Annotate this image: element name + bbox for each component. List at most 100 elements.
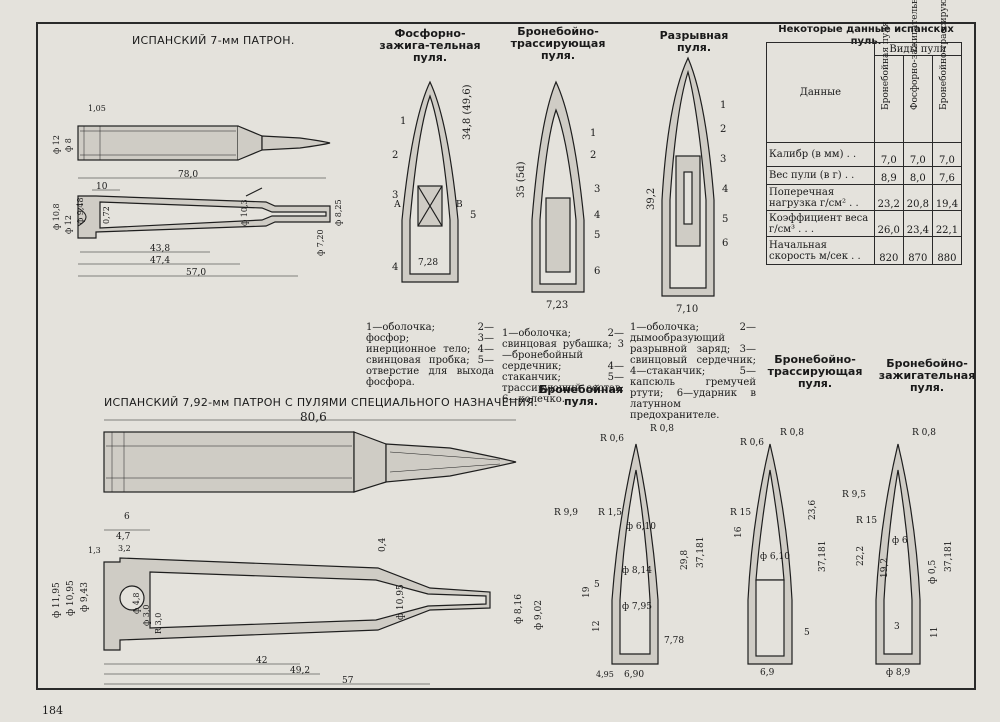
dim-api-11: 11: [930, 626, 940, 638]
dim-792-32: 3,2: [118, 544, 131, 553]
dim-apt-69: 6,9: [760, 668, 775, 678]
label-explosive-5: 5: [722, 214, 729, 225]
title-incendiary-bullet: Фосфорно-зажига-тельная пуля.: [379, 27, 481, 64]
table-row: Коэффициент веса г/см³ . . . 26,0 23,4 2…: [766, 210, 963, 237]
dim-explosive-diameter: 7,10: [676, 304, 699, 315]
label-incendiary-A: А: [394, 200, 401, 210]
dim-api-37181: 37,181: [944, 540, 954, 573]
bullet-data-table: Данные Виды пули Бронебойная пуля Фосфор…: [766, 0, 963, 265]
dim-api-d6: ф 6: [892, 536, 908, 546]
dim-incendiary-diameter: 7,28: [418, 258, 439, 268]
dim-792-42: 42: [256, 656, 268, 666]
table-title: Некоторые данные испанских пуль.: [778, 24, 954, 47]
row-label-load: Поперечная нагрузка г/см² . .: [766, 184, 875, 211]
table-row: Начальная скорость м/сек . . 820 870 880: [766, 236, 963, 265]
label-explosive-2: 2: [720, 124, 727, 135]
page-number: 184: [42, 704, 63, 717]
dim-api-192: 19,2: [880, 557, 890, 578]
dim-ap-r06: R 0,6: [600, 434, 624, 444]
dim-7mm-d12b: ф 12: [64, 215, 73, 234]
dim-api-222: 22,2: [856, 545, 866, 566]
cartridge-7mm-exterior: [77, 125, 331, 161]
title-ap-tracer-bullet: Бронебойно-трассирующая пуля.: [510, 25, 606, 62]
dim-792-492: 49,2: [290, 666, 311, 676]
cell-value: 8,9: [873, 166, 904, 185]
dim-7mm-d103: ф 10,3: [240, 199, 249, 226]
dim-ap-12: 12: [592, 620, 602, 632]
dim-792-d902: ф 9,02: [534, 600, 544, 630]
cell-value: 23,2: [873, 184, 904, 211]
dim-792-13: 1,3: [88, 546, 101, 555]
dim-792-d1095b: ф 10,95: [396, 584, 406, 620]
dim-7mm-d948: ф 9,48: [76, 197, 85, 224]
label-ap-tracer-4: 4: [594, 210, 601, 221]
dim-7mm-438: 43,8: [150, 244, 171, 254]
dim-ap-r99: R 9,9: [554, 508, 578, 518]
cell-value: 880: [931, 236, 963, 265]
dim-ap-r15: R 1,5: [598, 508, 622, 518]
page-frame: [36, 22, 976, 690]
cell-value: 23,4: [902, 210, 933, 237]
dim-apt-16: 16: [734, 526, 744, 538]
title-ap-tracer-bullet-2: Бронебойно-трассирующая пуля.: [767, 353, 863, 390]
dim-792-6: 6: [124, 512, 130, 522]
table-col-incendiary: Фосфорно-зажигательная пуля: [902, 0, 933, 143]
label-incendiary-4: 4: [392, 262, 399, 273]
dim-7mm-105: 1,05: [88, 104, 106, 113]
label-explosive-4: 4: [722, 184, 729, 195]
dim-apt-d610: ф 6,10: [760, 552, 790, 562]
label-incendiary-1: 1: [400, 116, 407, 127]
label-explosive-1: 1: [720, 100, 727, 111]
table-col-ap: Бронебойная пуля: [873, 21, 904, 143]
dim-incendiary-length: 34,8 (49,6): [462, 84, 473, 140]
cartridge-792-exterior: [103, 419, 517, 493]
title-ap-bullet: Бронебойная пуля.: [539, 383, 623, 408]
cell-value: 19,4: [931, 184, 963, 211]
dim-apt-r08: R 0,8: [780, 428, 804, 438]
cell-value: 8,0: [902, 166, 933, 185]
row-label-weight: Вес пули (в г) . .: [766, 166, 875, 185]
dim-api-d05: ф 0,5: [928, 559, 938, 584]
dim-792-d1195: ф 11,95: [52, 582, 62, 618]
dim-ap-37181: 37,181: [696, 536, 706, 569]
dim-792-d816: ф 8,16: [514, 594, 524, 624]
dim-7mm-10: 10: [96, 182, 108, 192]
row-label-velocity: Начальная скорость м/сек . .: [766, 236, 875, 265]
table-row: Поперечная нагрузка г/см² . . 23,2 20,8 …: [766, 184, 963, 211]
dim-ap-5: 5: [594, 580, 600, 590]
cell-value: 7,0: [931, 142, 963, 167]
label-explosive-6: 6: [722, 238, 729, 249]
dim-api-r15: R 15: [856, 516, 878, 526]
bullet-ap-tracer-2-section: [747, 443, 793, 665]
label-incendiary-5: 5: [470, 210, 477, 221]
title-ap-incendiary-bullet: Бронебойно-зажигательная пуля.: [878, 357, 976, 394]
dim-792-d943: ф 9,43: [80, 582, 90, 612]
table-row: Вес пули (в г) . . 8,9 8,0 7,6: [766, 166, 963, 185]
title-explosive-bullet: Разрывная пуля.: [659, 29, 729, 54]
cell-value: 26,0: [873, 210, 904, 237]
dim-api-d89: ф 8,9: [886, 668, 911, 678]
dim-7mm-474: 47,4: [150, 256, 171, 266]
cartridge-7mm-section: [77, 177, 331, 277]
cell-value: 7,6: [931, 166, 963, 185]
bullet-incendiary-section: [401, 80, 459, 283]
dim-792-47: 4,7: [116, 532, 131, 542]
dim-ap-778: 7,78: [664, 636, 685, 646]
dim-ap-690: 6,90: [624, 670, 645, 680]
bullet-ap-incendiary-section: [875, 443, 921, 665]
dim-792-806: 80,6: [300, 410, 327, 424]
table-col-ap-tracer: Бронебойно-трассирующая пуля: [931, 0, 963, 143]
dim-792-04: 0,4: [378, 537, 388, 552]
dim-ap-r08: R 0,8: [650, 424, 674, 434]
dim-792-d1095: ф 10,95: [66, 580, 76, 616]
label-ap-tracer-1: 1: [590, 128, 597, 139]
legend-incendiary: 1—оболочка; 2—фосфор; 3—инерционное тело…: [366, 322, 494, 388]
dim-ap-19: 19: [582, 586, 592, 598]
dim-api-r95: R 9,5: [842, 490, 866, 500]
dim-explosive-length: 39,2: [646, 187, 657, 210]
section-title-7mm: ИСПАНСКИЙ 7-мм ПАТРОН.: [132, 34, 295, 47]
label-incendiary-2: 2: [392, 150, 399, 161]
row-label-coefficient: Коэффициент веса г/см³ . . .: [766, 210, 875, 237]
